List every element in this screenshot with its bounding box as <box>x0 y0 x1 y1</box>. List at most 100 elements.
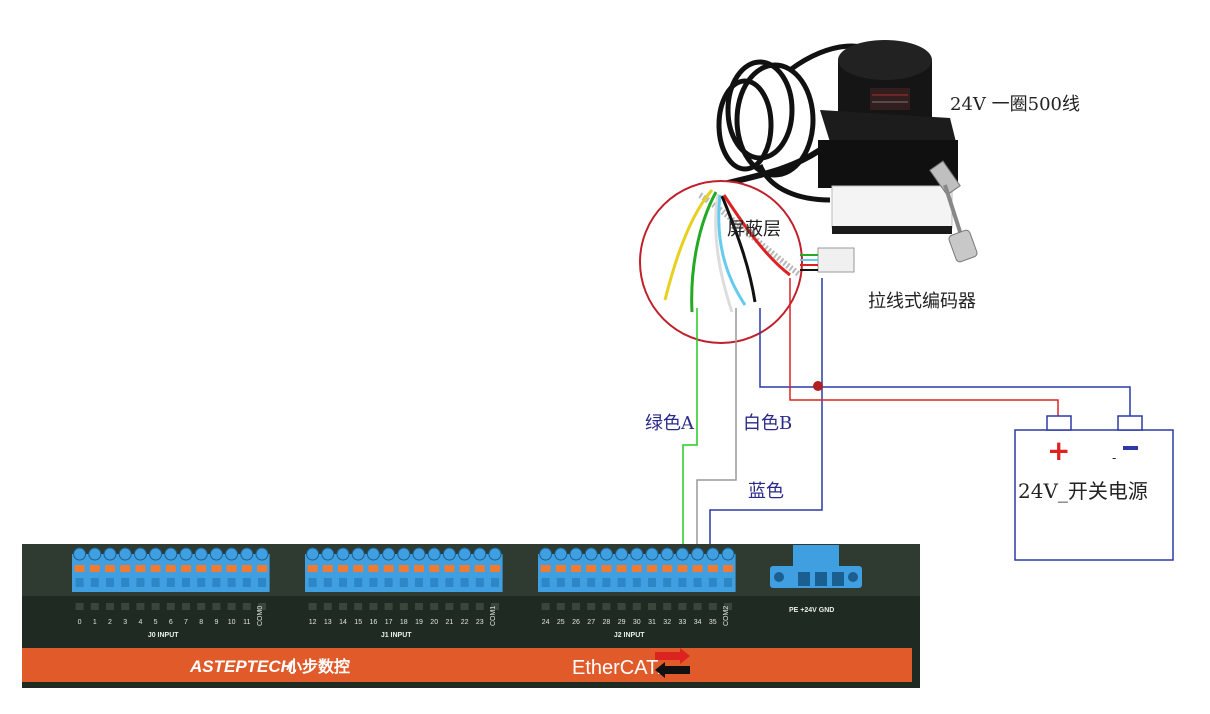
terminal-lever[interactable] <box>631 565 642 572</box>
terminal-lever[interactable] <box>368 565 379 572</box>
terminal-lever[interactable] <box>257 565 267 572</box>
ethercat-arrow-icon <box>655 648 690 678</box>
terminal-slot <box>693 578 702 587</box>
terminal-lever[interactable] <box>165 565 176 572</box>
terminal-slot <box>541 578 550 587</box>
white-signal-wire <box>696 308 737 547</box>
terminal-slot <box>166 578 175 587</box>
white-b-label: 白色B <box>743 413 792 434</box>
channel-number: 32 <box>663 619 671 626</box>
channel-number: 30 <box>633 619 641 626</box>
terminal-lever[interactable] <box>74 565 85 572</box>
terminal-slot <box>572 578 580 587</box>
terminal-lever[interactable] <box>353 565 364 572</box>
terminal-lever[interactable] <box>414 565 424 572</box>
red-wire <box>722 194 791 277</box>
channel-number: 11 <box>243 619 250 626</box>
terminal-lever[interactable] <box>120 565 131 572</box>
terminal-lever[interactable] <box>429 565 440 572</box>
terminal-lever[interactable] <box>322 565 333 572</box>
terminal-lever[interactable] <box>89 565 100 572</box>
terminal-hole <box>630 547 644 561</box>
terminal-lever[interactable] <box>444 565 455 572</box>
channel-number: 31 <box>648 619 656 626</box>
terminal-lever[interactable] <box>135 565 146 572</box>
terminal-slot <box>151 578 160 587</box>
terminal-lever[interactable] <box>181 565 191 572</box>
status-led <box>212 603 221 610</box>
blue-label: 蓝色 <box>748 481 784 502</box>
terminal-lever[interactable] <box>662 565 673 572</box>
junction-dot <box>813 381 823 391</box>
terminal-slot <box>384 578 393 587</box>
status-led <box>258 603 266 610</box>
terminal-slot <box>121 578 130 587</box>
terminal-lever[interactable] <box>307 565 318 572</box>
terminal-lever[interactable] <box>601 565 612 572</box>
terminal-slot <box>90 578 99 587</box>
encoder-spec-label: 24V 一圈500线 <box>950 94 1080 115</box>
terminal-lever[interactable] <box>226 565 237 572</box>
terminal-lever[interactable] <box>383 565 394 572</box>
terminal-lever[interactable] <box>398 565 409 572</box>
channel-number: 29 <box>618 619 626 626</box>
group-title: J0 INPUT <box>148 632 179 639</box>
com-label: COM2 <box>723 606 730 626</box>
terminal-blocks <box>72 547 736 592</box>
blue-wire-supply <box>759 308 1131 417</box>
terminal-lever[interactable] <box>707 565 718 572</box>
terminal-lever[interactable] <box>616 565 627 572</box>
terminal-slot <box>308 578 317 587</box>
terminal-lever[interactable] <box>647 565 657 572</box>
status-led <box>308 603 317 610</box>
terminal-lever[interactable] <box>692 565 703 572</box>
status-led <box>106 603 114 610</box>
wire-detail-magnifier: 屏蔽层 <box>639 180 855 344</box>
minus-bar-icon <box>1123 446 1138 450</box>
terminal-lever[interactable] <box>540 565 551 572</box>
status-led <box>708 603 717 610</box>
terminal-lever[interactable] <box>474 565 485 572</box>
terminal-hole <box>118 547 132 561</box>
terminal-slot <box>399 578 408 587</box>
channel-number: 17 <box>385 619 393 626</box>
terminal-lever[interactable] <box>196 565 207 572</box>
terminal-lever[interactable] <box>586 565 597 572</box>
terminal-lever[interactable] <box>459 565 470 572</box>
terminal-lever[interactable] <box>211 565 222 572</box>
terminal-lever[interactable] <box>150 565 161 572</box>
terminal-hole <box>179 547 193 561</box>
status-led <box>678 603 687 610</box>
status-led <box>197 603 206 610</box>
status-led <box>166 603 175 610</box>
status-led <box>354 603 363 610</box>
green-signal-wire <box>682 308 698 547</box>
channel-number: 2 <box>108 619 112 626</box>
terminal-hole <box>615 547 629 561</box>
terminal-lever[interactable] <box>105 565 115 572</box>
white-wire <box>714 193 734 313</box>
encoder-name-label: 拉线式编码器 <box>868 291 976 312</box>
terminal-lever[interactable] <box>241 565 252 572</box>
terminal-lever[interactable] <box>490 565 500 572</box>
status-led <box>460 603 469 610</box>
terminal-slot <box>430 578 439 587</box>
terminal-hole <box>336 547 350 561</box>
terminal-lever[interactable] <box>555 565 566 572</box>
terminal-lever[interactable] <box>338 565 348 572</box>
terminal-hole <box>488 547 502 561</box>
com-label: COM1 <box>490 606 497 626</box>
status-led <box>323 603 332 610</box>
status-led <box>617 603 626 610</box>
status-led <box>384 603 393 610</box>
terminal-lever[interactable] <box>571 565 581 572</box>
status-led <box>399 603 408 610</box>
terminal-lever[interactable] <box>677 565 688 572</box>
channel-number: 19 <box>415 619 423 626</box>
terminal-hole <box>240 547 254 561</box>
terminal-slot <box>556 578 565 587</box>
terminal-slot <box>491 578 499 587</box>
status-led <box>182 603 190 610</box>
terminal-lever[interactable] <box>723 565 733 572</box>
